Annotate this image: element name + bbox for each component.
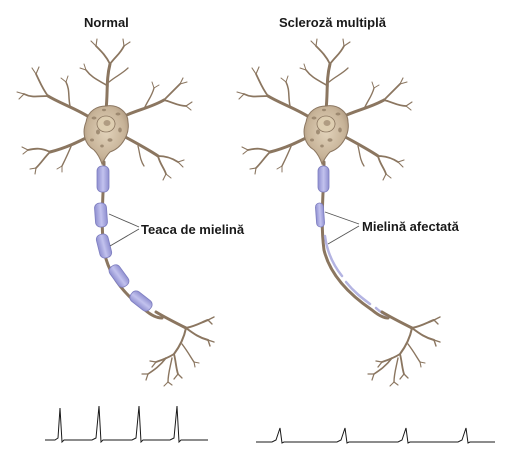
normal-title: Normal — [84, 15, 129, 30]
ms-signal-trace — [256, 427, 495, 444]
ms-neuron — [235, 37, 495, 444]
ms-myelin-segments — [315, 165, 330, 228]
myelin-sheath-label: Teaca de mielină — [141, 222, 245, 237]
normal-cell-body — [15, 37, 194, 182]
normal-axon-terminal — [140, 310, 216, 388]
normal-neuron — [15, 37, 216, 444]
normal-signal-trace — [45, 405, 208, 444]
damaged-myelin-label: Mielină afectată — [362, 219, 459, 234]
normal-myelin-segments — [94, 165, 153, 312]
normal-callout-lines — [108, 213, 140, 247]
ms-axon — [320, 160, 390, 320]
ms-title: Scleroză multiplă — [279, 15, 386, 30]
ms-cell-body — [235, 37, 414, 182]
ms-callout-lines — [324, 211, 360, 245]
ms-axon-terminal — [366, 310, 442, 388]
